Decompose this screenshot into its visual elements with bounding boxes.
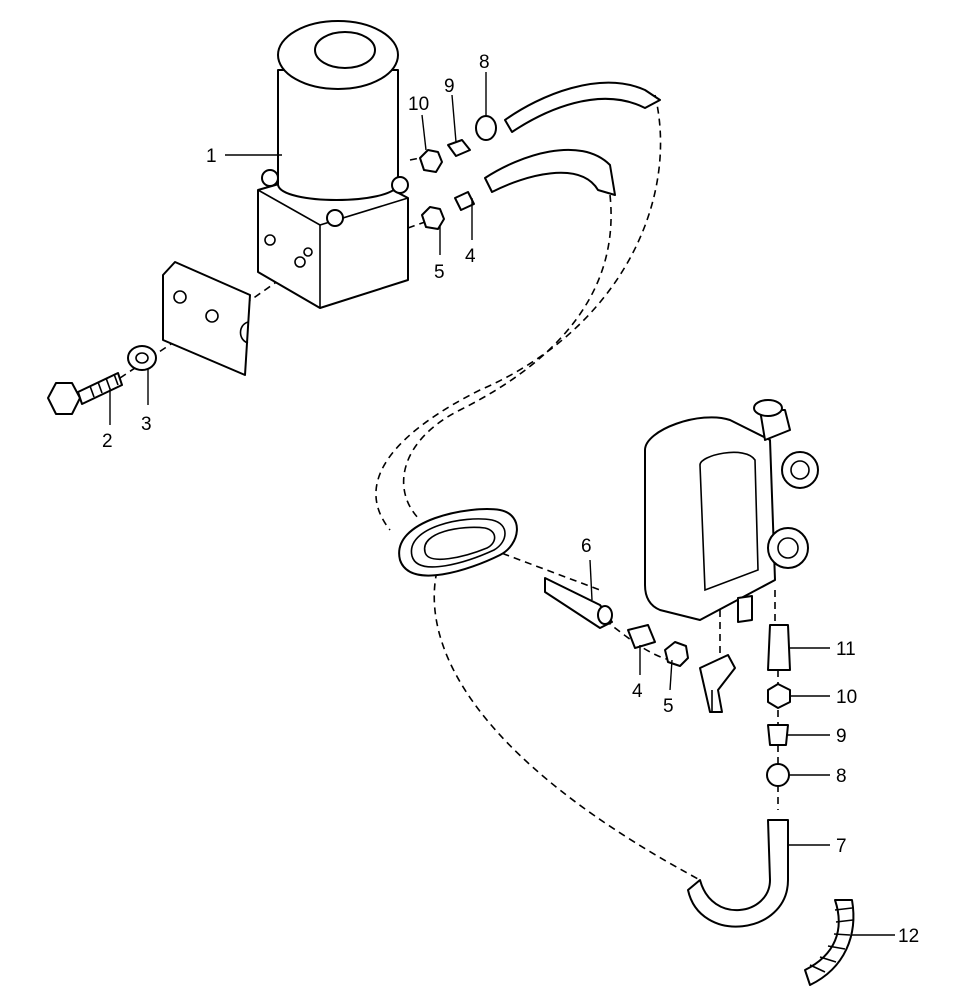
part-9-sleeve-lower <box>767 724 789 746</box>
callout-7: 7 <box>836 836 847 857</box>
callout-4-lower: 4 <box>632 681 643 702</box>
lubricator-reservoir <box>644 399 819 623</box>
callout-8-lower: 8 <box>836 766 847 787</box>
callout-10-lower: 10 <box>836 687 857 708</box>
tee-fitting <box>699 654 736 713</box>
part-9-sleeve-upper <box>447 139 471 157</box>
callout-4-upper: 4 <box>465 246 476 267</box>
part-4-sleeve-lower <box>627 624 656 649</box>
part-8-ferrule-upper <box>475 115 497 141</box>
leader-lines <box>109 72 895 936</box>
part-10-nut-upper <box>419 149 443 173</box>
callout-9-lower: 9 <box>836 726 847 747</box>
part-10-nut-lower <box>767 683 791 709</box>
lower-fittings <box>627 624 736 713</box>
part-4-sleeve-upper <box>454 191 475 211</box>
right-fittings <box>766 624 791 787</box>
callout-8-upper: 8 <box>479 52 490 73</box>
callout-5-lower: 5 <box>663 696 674 717</box>
part-7-hose <box>687 819 789 928</box>
callout-6: 6 <box>581 536 592 557</box>
part-5-nut-lower <box>664 641 689 667</box>
upper-hoses <box>484 81 661 196</box>
callout-10-upper: 10 <box>408 94 429 115</box>
callout-1: 1 <box>206 146 217 167</box>
callout-labels: 1 2 3 4 5 8 9 10 6 4 5 11 10 9 8 7 12 <box>102 52 919 947</box>
upper-fittings <box>419 115 497 230</box>
mounting-bracket <box>162 261 251 376</box>
part-8-ferrule-lower <box>766 763 790 787</box>
callout-3: 3 <box>141 414 152 435</box>
callout-2: 2 <box>102 431 113 452</box>
part-3-washer <box>127 345 157 371</box>
part-1-pump-motor <box>257 20 409 309</box>
callout-9-upper: 9 <box>444 76 455 97</box>
grommet <box>398 508 518 577</box>
part-12-spiral-sleeve <box>804 899 855 986</box>
part-6-tube <box>544 577 613 629</box>
part-11-adapter <box>767 624 791 671</box>
callout-12: 12 <box>898 926 919 947</box>
callout-11: 11 <box>836 639 856 660</box>
part-5-nut-upper <box>421 206 445 230</box>
part-2-bolt <box>47 372 123 415</box>
callout-5-upper: 5 <box>434 262 445 283</box>
